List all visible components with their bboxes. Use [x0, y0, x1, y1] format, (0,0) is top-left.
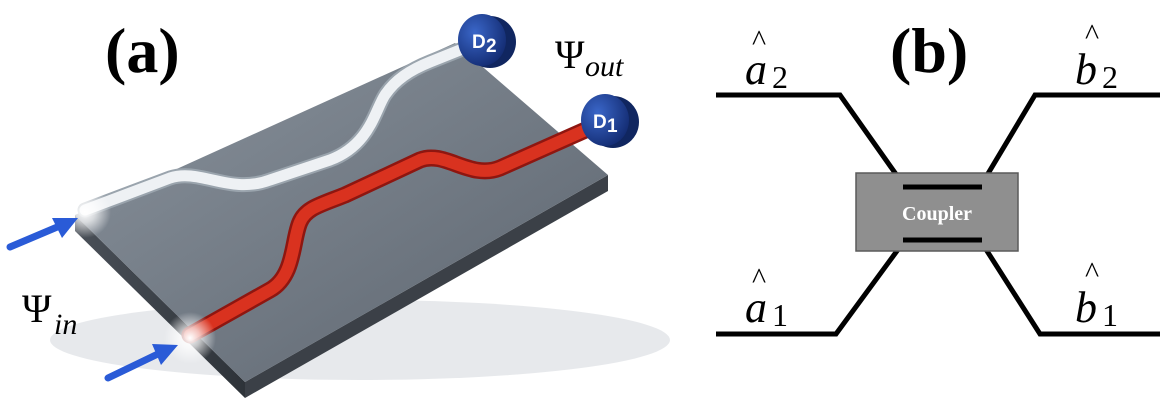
- psi-in-symbol: Ψ: [22, 286, 52, 331]
- psi-out-symbol: Ψ: [555, 32, 585, 77]
- detector-d1: D 1: [581, 94, 639, 148]
- detector-d2: D 2: [458, 14, 516, 68]
- input-arrow-top: [6, 218, 78, 251]
- port-b1-index: 1: [1102, 297, 1118, 333]
- panel-a: D 2 D 1 (a) Ψ out Ψ in: [6, 14, 670, 398]
- psi-in-subscript: in: [54, 308, 77, 341]
- port-b2: b ^ 2: [1075, 18, 1118, 95]
- port-a2: a ^ 2: [745, 24, 788, 95]
- white-waveguide-highlight: [79, 40, 476, 216]
- port-b1: b ^ 1: [1075, 256, 1118, 333]
- coupler-label: Coupler: [902, 203, 972, 225]
- port-a1-hat: ^: [752, 262, 766, 295]
- detector-d2-index: 2: [486, 36, 497, 57]
- port-b2-hat: ^: [1085, 18, 1099, 51]
- port-b1-hat: ^: [1085, 256, 1099, 289]
- port-a2-index: 2: [772, 59, 788, 95]
- detector-d1-letter: D: [593, 112, 607, 133]
- panel-b-label: (b): [890, 15, 968, 86]
- port-b2-index: 2: [1102, 59, 1118, 95]
- detector-d2-letter: D: [472, 32, 486, 53]
- psi-out-subscript: out: [585, 50, 624, 83]
- input-glow-bottom: [164, 312, 216, 364]
- port-a2-letter: a: [745, 45, 767, 94]
- red-waveguide-highlight: [184, 122, 596, 341]
- port-b1-letter: b: [1075, 283, 1097, 332]
- panel-a-label: (a): [105, 15, 180, 86]
- port-b2-letter: b: [1075, 45, 1097, 94]
- port-a1-index: 1: [772, 297, 788, 333]
- port-a1-letter: a: [745, 283, 767, 332]
- panel-b: (b) Coupler a ^ 2 a ^ 1 b ^ 2 b ^ 1: [716, 15, 1160, 337]
- port-a1: a ^ 1: [745, 262, 788, 333]
- chip-top-surface: [75, 43, 608, 382]
- input-arrow-bottom: [104, 344, 178, 382]
- chip-right-face: [245, 175, 608, 398]
- detector-d1-index: 1: [607, 116, 618, 137]
- port-a2-hat: ^: [752, 24, 766, 57]
